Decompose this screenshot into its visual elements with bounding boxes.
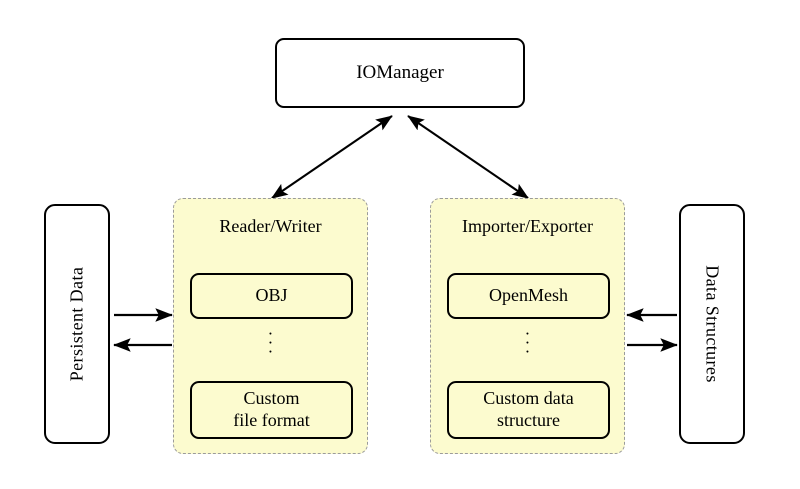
- panel-importer-exporter-item-custom-data-structure-label: Custom data structure: [483, 388, 574, 431]
- panel-importer-exporter-ellipsis: · · ·: [524, 324, 531, 361]
- node-persistent-data[interactable]: Persistent Data: [44, 204, 110, 444]
- custom-data-structure-line-2: structure: [497, 410, 560, 430]
- panel-reader-writer-item-custom-file-format[interactable]: Custom file format: [190, 381, 353, 439]
- custom-file-format-line-1: Custom: [243, 388, 300, 409]
- panel-reader-writer[interactable]: Reader/Writer OBJ · · · Custom file form…: [173, 198, 368, 454]
- arrow-iomanager-importer-exporter: [407, 115, 530, 199]
- node-persistent-data-label: Persistent Data: [66, 266, 87, 382]
- node-data-structures[interactable]: Data Structures: [679, 204, 745, 444]
- node-iomanager-label: IOManager: [356, 62, 444, 84]
- arrow-iomanager-reader-writer: [270, 115, 393, 199]
- panel-importer-exporter-item-openmesh-label: OpenMesh: [489, 285, 568, 306]
- panel-importer-exporter-title: Importer/Exporter: [462, 216, 593, 236]
- panel-importer-exporter-item-custom-data-structure[interactable]: Custom data structure: [447, 381, 610, 439]
- node-data-structures-label: Data Structures: [702, 265, 723, 383]
- panel-reader-writer-item-obj-label: OBJ: [255, 285, 288, 306]
- panel-importer-exporter[interactable]: Importer/Exporter OpenMesh · · · Custom …: [430, 198, 625, 454]
- custom-file-format-line-2: file format: [233, 410, 310, 430]
- custom-data-structure-line-1: Custom data: [483, 388, 574, 409]
- node-iomanager[interactable]: IOManager: [275, 38, 525, 108]
- panel-importer-exporter-item-openmesh[interactable]: OpenMesh: [447, 273, 610, 319]
- panel-reader-writer-item-obj[interactable]: OBJ: [190, 273, 353, 319]
- panel-reader-writer-item-custom-file-format-label: Custom file format: [233, 388, 309, 431]
- panel-reader-writer-title: Reader/Writer: [219, 216, 322, 236]
- panel-reader-writer-ellipsis: · · ·: [267, 324, 274, 361]
